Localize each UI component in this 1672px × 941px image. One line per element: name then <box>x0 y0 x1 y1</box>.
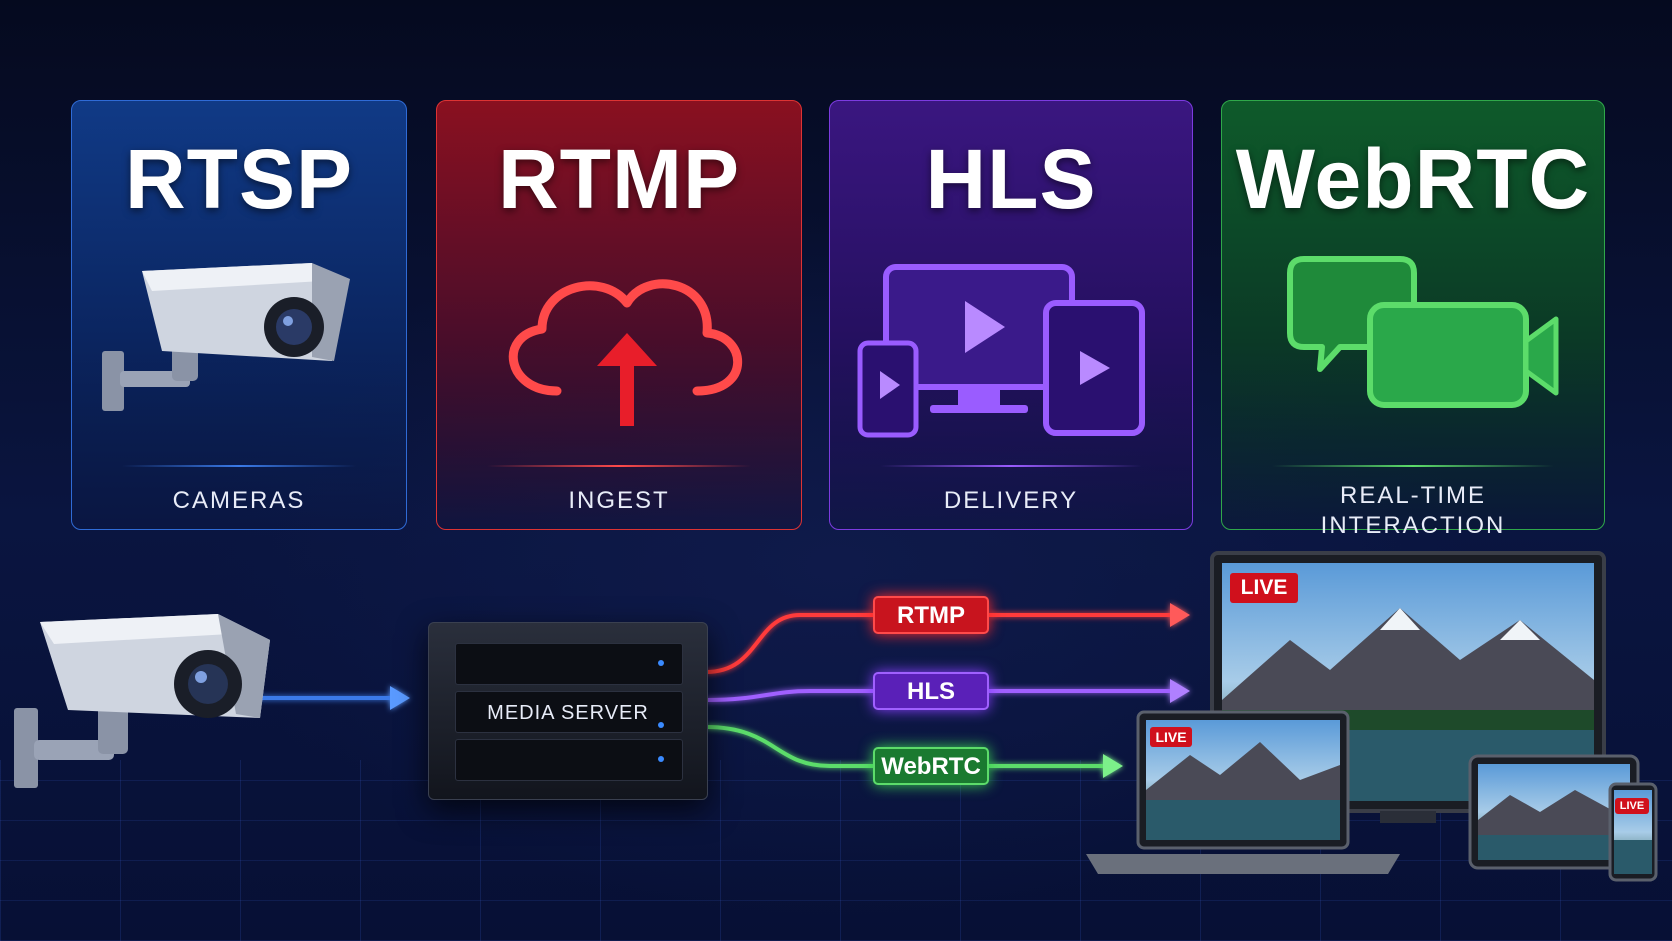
camera-to-server-arrow <box>255 686 410 710</box>
card-caption-line: REAL-TIME <box>1339 482 1486 509</box>
live-badge: LIVE <box>1230 573 1298 603</box>
card-webrtc: WebRTC REAL-TIME INTERACTION <box>1221 100 1605 539</box>
webrtc-flow-line <box>705 725 1123 778</box>
card-title-webrtc: WebRTC <box>1235 132 1591 226</box>
server-slot <box>455 691 683 733</box>
cloud-upload-icon <box>508 279 743 426</box>
card-divider <box>1272 465 1554 467</box>
card-divider <box>487 465 751 467</box>
hls-flow-line <box>705 679 1190 703</box>
card-title-rtmp: RTMP <box>498 132 740 226</box>
tablet <box>1468 754 1640 870</box>
tag-webrtc: WebRTC <box>873 747 989 785</box>
live-badge: LIVE <box>1615 798 1649 814</box>
tag-rtmp: RTMP <box>873 596 989 634</box>
tag-hls: HLS <box>873 672 989 710</box>
card-hls: HLS DELIVERY <box>829 100 1193 530</box>
server-slot <box>455 643 683 685</box>
security-camera-icon <box>102 263 350 411</box>
card-rtmp: RTMP INGEST <box>436 100 802 530</box>
multi-device-play-icon <box>857 264 1145 438</box>
card-title-rtsp: RTSP <box>124 132 354 226</box>
card-divider <box>880 465 1142 467</box>
card-caption-hls: DELIVERY <box>943 487 1079 514</box>
card-caption-rtsp: CAMERAS <box>172 487 306 514</box>
rtmp-flow-line <box>705 603 1190 674</box>
card-divider <box>122 465 356 467</box>
card-caption-line: INTERACTION <box>1320 512 1506 539</box>
media-server: MEDIA SERVER <box>428 622 708 800</box>
card-caption-rtmp: INGEST <box>568 487 670 514</box>
card-caption-webrtc: REAL-TIME INTERACTION <box>1222 481 1604 541</box>
security-camera-icon <box>14 614 270 788</box>
chat-video-icon <box>1287 256 1559 408</box>
card-title-hls: HLS <box>925 132 1097 226</box>
card-rtsp: RTSP CAMERAS <box>71 100 407 530</box>
live-badge: LIVE <box>1150 727 1192 747</box>
media-server-label: MEDIA SERVER <box>487 702 649 724</box>
server-slot <box>455 739 683 781</box>
